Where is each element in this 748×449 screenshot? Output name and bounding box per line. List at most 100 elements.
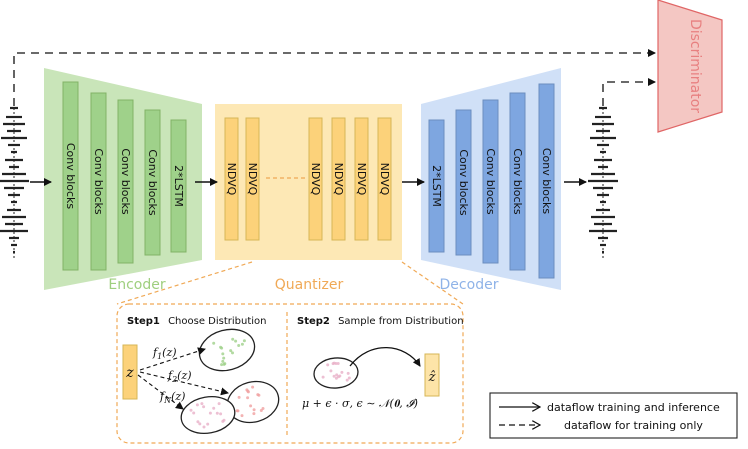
decoder-block-5 [538,83,555,279]
discriminator-label: Discriminator [687,19,703,113]
encoder-label: Encoder [108,277,165,293]
distribution-1-dot [231,337,235,341]
distribution-n-dot [208,411,212,415]
sample-distribution-dot [332,361,336,365]
distribution-1-dot [220,363,224,367]
quantizer-block-label-3: NDVQ [309,163,322,196]
encoder-block-1 [62,81,79,271]
distribution-1-dot [240,342,244,346]
distribution-2-dot [259,409,263,412]
distribution-n-dot [206,422,210,426]
distribution-1-dot [234,339,238,343]
decoder-block-4 [509,92,526,271]
distribution-2-dot [249,404,253,408]
quantizer-block-3 [308,117,323,241]
callout-left-line [116,261,253,305]
distribution-n-dot [222,418,226,422]
distribution-n-dot [195,403,199,407]
fn-arrow [137,374,184,410]
legend-dashed-label: dataflow for training only [564,419,703,432]
encoder-block-label-1: Conv blocks [64,143,77,210]
zhat-label: ẑ [428,370,436,385]
distribution-n-dot [192,411,196,415]
zhat-box [424,353,440,397]
distribution-2-dot [251,385,255,389]
distribution-2-dot [246,390,250,394]
fn-label: fN(z) [159,390,185,405]
distribution-1-dot [222,356,226,360]
distribution-1-dot [221,359,225,363]
step2-text: Sample from Distribution [338,316,463,327]
quantizer-block-extra [354,117,369,241]
decoder-block-label-4: Conv blocks [511,148,524,215]
quantizer-block-2 [245,117,260,241]
distribution-n-dot [215,411,219,415]
sample-distribution-dot [340,370,344,374]
distribution-2-dot [252,408,256,412]
dashed-input-to-discriminator-arrow [13,49,656,106]
distribution-1-dot [222,362,226,366]
distribution-1-dot [231,351,234,355]
sample-distribution-dot [336,362,340,365]
encoder-block-4 [144,109,161,256]
encoder-block-label-4: Conv blocks [146,149,159,216]
decoder-block-label-5: Conv blocks [540,148,553,215]
sample-distribution [313,357,359,389]
step2-title: Step2 Sample from Distribution [297,316,464,327]
sample-distribution-dot [334,376,338,380]
distribution-n-dot [196,420,200,424]
step1-title: Step1 Choose Distribution [127,316,267,327]
encoder-block-label-3: Conv blocks [119,148,132,215]
f2-arrow [139,371,229,396]
sample-distribution-dot [347,376,351,380]
discriminator-box [657,0,723,133]
dashed-output-to-discriminator-arrow [602,78,656,106]
quantizer-block-5 [377,117,392,241]
legend-solid-label: dataflow training and inference [547,401,720,414]
z-box [122,344,138,400]
decoder-block-label-2: Conv blocks [457,149,470,216]
quantizer-block-label-5: NDVQ [378,163,391,196]
distribution-1-dot [212,341,216,345]
distribution-ellipses [180,328,280,434]
quantizer-block-label-extra: NDVQ [355,163,368,196]
distribution-2-dot [240,414,244,418]
decoder-block-3 [482,99,499,264]
step2-bold: Step2 [297,316,330,327]
quantizer-block-label-4: NDVQ [332,163,345,196]
distribution-2-dot [237,395,241,399]
decoder-block-label-3: Conv blocks [484,148,497,215]
sample-distribution-dot [346,371,350,375]
step1-bold: Step1 [127,316,160,327]
distribution-n-dot [219,412,223,416]
sample-distribution-dot [332,374,336,378]
distribution-2-dot [252,412,256,416]
input-waveform-icon [0,100,29,258]
quantizer-block-label-2: NDVQ [246,163,259,196]
distribution-2-dot [257,393,261,397]
output-waveform-icon [588,100,618,258]
z-label: z [125,365,134,381]
encoder-block-label-5: 2*LSTM [172,165,185,207]
detail-box [116,303,464,444]
sample-distribution-dot [345,378,349,382]
distribution-n-dot [189,408,193,412]
f1-arrow [139,347,206,371]
distribution-1-dot [242,339,246,343]
step1-text: Choose Distribution [168,316,266,327]
callout-right-line [401,261,464,305]
distribution-n-dot [217,402,221,406]
decoder-block-1 [428,119,445,253]
sampling-formula: μ + ϵ · σ, ϵ ∼ 𝒩(𝟎, 𝓘) [302,397,418,410]
distribution-2-dot [261,407,265,410]
distribution-1-outline [198,328,256,372]
distribution-n [180,396,236,434]
sample-distribution-outline [313,357,359,389]
distribution-1-dot [221,352,225,356]
distribution-2-dot [236,409,240,413]
encoder-block-3 [117,99,134,264]
distribution-1-dot [220,346,224,350]
